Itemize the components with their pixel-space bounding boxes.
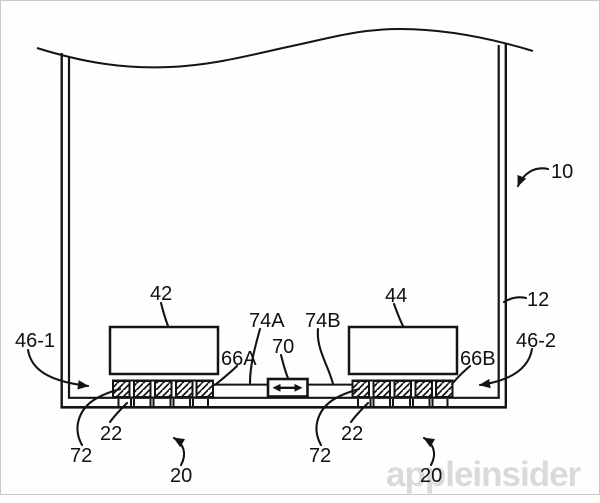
ref-label-22-left: 22 [100,423,123,445]
pads-22-left [117,399,209,406]
leader-12 [502,296,528,304]
ref-label-74A: 74A [249,310,285,332]
component-box-42 [108,325,220,376]
ref-label-66B: 66B [460,348,496,370]
arrow-10 [516,167,550,188]
ref-label-72-right: 72 [309,445,332,467]
ref-label-70: 70 [272,336,295,358]
leader-74A [248,327,262,385]
ref-label-66A: 66A [221,348,257,370]
leader-lines [26,167,550,467]
arrow-46-2 [478,347,534,389]
ref-label-74B: 74B [305,310,341,332]
left-arrow-icon [272,383,281,392]
contact-strip-66B [351,379,454,399]
leader-42 [159,301,170,328]
leader-72-left [76,387,122,447]
ref-label-42: 42 [150,283,173,305]
slider-box-70 [266,377,309,398]
leader-70 [279,353,290,380]
leader-66A [213,364,239,387]
ref-label-10: 10 [551,161,574,183]
ref-label-12: 12 [527,289,550,311]
right-arrow-icon [294,383,303,392]
leader-66B [450,364,472,386]
pads-22-right [357,399,449,406]
ref-label-46-1: 46-1 [15,330,56,352]
leader-44 [392,302,405,328]
contact-strip-66A [112,379,214,399]
arrow-20-right [422,436,436,467]
leader-74B [316,327,335,386]
ref-label-20-right: 20 [420,465,443,487]
ref-label-22-right: 22 [341,423,364,445]
leader-72-right [315,387,361,447]
ref-label-72-left: 72 [70,445,93,467]
ref-label-46-2: 46-2 [516,330,557,352]
break-line-curve [36,27,534,69]
ref-label-20-left: 20 [170,465,193,487]
arrow-20-left [172,436,186,467]
component-box-44 [347,325,459,376]
leader-22-right [349,401,370,424]
ref-label-44: 44 [385,285,408,307]
arrow-46-1 [26,348,90,390]
leader-22-left [108,401,129,424]
appleinsider-watermark: appleinsider [386,455,581,494]
